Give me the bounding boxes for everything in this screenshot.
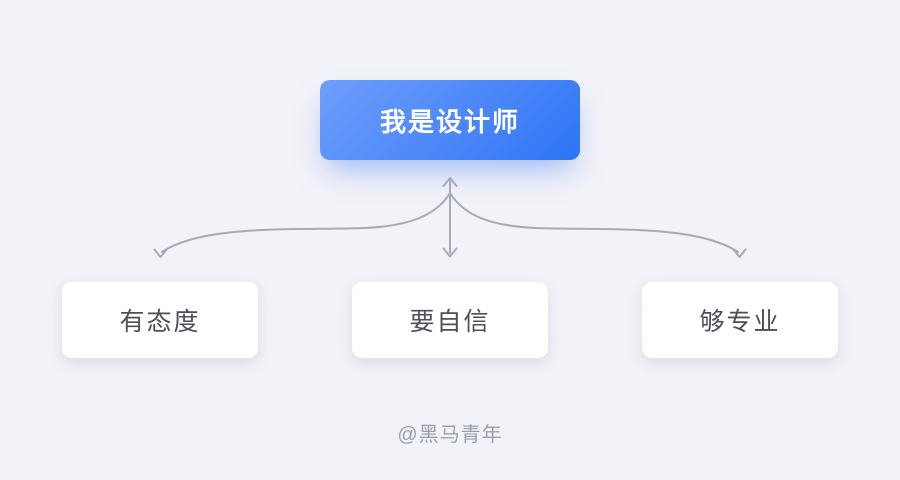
- child-node-professional: 够专业: [642, 282, 838, 358]
- arrowhead-down-left-icon: [153, 248, 168, 258]
- connector-right-curve: [449, 192, 739, 253]
- arrowhead-down-middle-icon: [442, 247, 458, 258]
- child-node-label: 够专业: [699, 308, 781, 336]
- watermark: @黑马青年: [397, 424, 503, 446]
- root-node-label: 我是设计师: [379, 106, 520, 137]
- connector-left-curve: [161, 192, 451, 253]
- arrowhead-down-right-icon: [732, 248, 747, 258]
- child-node-confidence: 要自信: [352, 282, 548, 358]
- root-node: 我是设计师: [320, 80, 580, 160]
- child-node-label: 要自信: [409, 308, 491, 336]
- child-node-label: 有态度: [119, 308, 201, 336]
- child-node-attitude: 有态度: [62, 282, 258, 358]
- arrowhead-up-icon: [442, 177, 458, 187]
